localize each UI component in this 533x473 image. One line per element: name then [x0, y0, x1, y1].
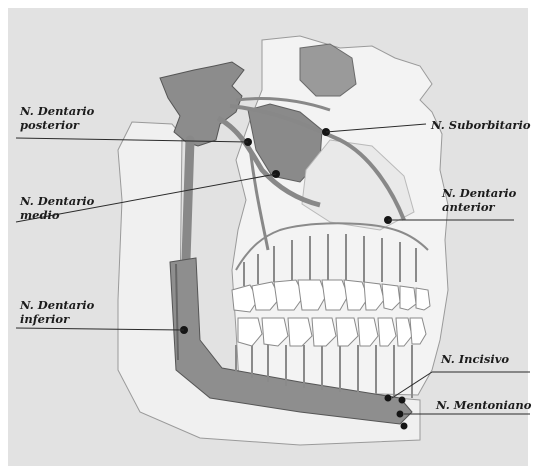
label-incisivo: N. Incisivo — [441, 352, 509, 366]
label-dentario-anterior-line2: anterior — [442, 200, 516, 214]
label-dentario-inferior-line2: inferior — [20, 312, 94, 326]
label-mentoniano: N. Mentoniano — [436, 398, 531, 412]
label-dentario-inferior-line1: N. Dentario — [20, 298, 94, 312]
label-suborbitario: N. Suborbitario — [431, 118, 531, 132]
label-dentario-posterior-line2: posterior — [20, 118, 94, 132]
label-dentario-anterior-line1: N. Dentario — [442, 186, 516, 200]
label-dentario-inferior: N. Dentario inferior — [20, 298, 94, 326]
label-dentario-posterior-line1: N. Dentario — [20, 104, 94, 118]
label-dentario-medio: N. Dentario medio — [20, 194, 94, 222]
label-dentario-medio-line1: N. Dentario — [20, 194, 94, 208]
label-dentario-posterior: N. Dentario posterior — [20, 104, 94, 132]
label-dentario-medio-line2: medio — [20, 208, 94, 222]
label-dentario-anterior: N. Dentario anterior — [442, 186, 516, 214]
